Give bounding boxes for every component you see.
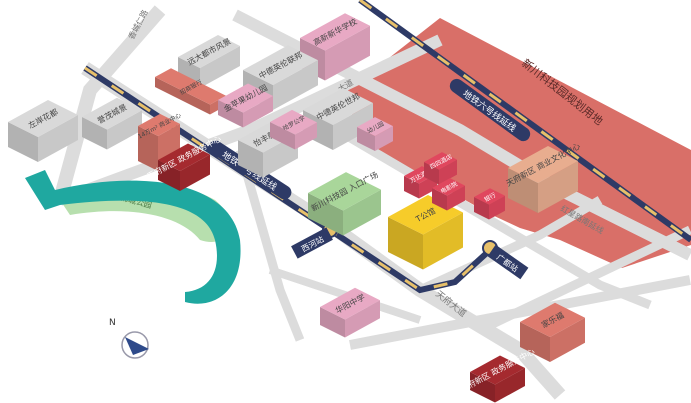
building-right-face: [295, 122, 317, 150]
building-right-face: [550, 317, 585, 362]
building-left-face: [357, 127, 375, 151]
building-top-face: [432, 178, 465, 196]
building-right-face: [489, 195, 505, 220]
river: [25, 170, 241, 304]
building-left-face: [8, 122, 38, 162]
building-right-face: [345, 300, 380, 338]
building-left-face: [138, 126, 158, 171]
building-top-face: [8, 100, 78, 137]
building-top-face: [474, 188, 505, 205]
building-left-face: [158, 160, 180, 191]
building-top-face: [508, 146, 578, 183]
building-right-face: [273, 60, 318, 110]
building-right-face: [495, 368, 525, 403]
building-right-face: [447, 185, 465, 211]
compass-label: N: [109, 318, 116, 328]
building-top-face: [178, 35, 240, 68]
building-right-face: [439, 159, 457, 185]
building-top-face: [357, 117, 393, 136]
building-left-face: [82, 117, 107, 150]
roads: [53, 5, 691, 400]
building-top-face: [270, 109, 317, 135]
building-left-face: [320, 307, 345, 338]
building-right-face: [538, 161, 578, 213]
building-top-face: [218, 83, 273, 113]
building[interactable]: 华阳中学: [320, 287, 380, 338]
metro-line-6: [358, 0, 691, 243]
building-top-face: [308, 172, 381, 211]
building[interactable]: 誉茂城景: [82, 97, 142, 150]
building[interactable]: 左岸花都: [8, 100, 78, 162]
building-right-face: [333, 103, 373, 150]
building-top-face: [138, 113, 180, 136]
compass-icon: N: [109, 318, 149, 359]
building-right-face: [243, 96, 273, 128]
building-left-face: [520, 322, 550, 362]
building-top-face: [520, 302, 585, 337]
building-top-face: [300, 13, 370, 51]
building[interactable]: 家乐福: [520, 302, 585, 362]
building-right-face: [38, 115, 78, 162]
building-left-face: [308, 193, 343, 236]
station-xihe-label[interactable]: 西河站: [291, 227, 333, 259]
building-top-face: [155, 68, 226, 105]
building-left-face: [270, 122, 295, 150]
building[interactable]: 金苹果幼儿园: [218, 82, 273, 128]
buildings: 左岸花都誉茂城景远大都市风景招商银行高新新华学校中德英伦联邦金苹果幼儿园中德英伦…: [8, 13, 585, 403]
building-top-face: [470, 355, 525, 385]
building-top-face: [303, 88, 373, 125]
building-right-face: [325, 25, 370, 81]
building-top-face: [82, 97, 142, 130]
building-top-face: [243, 45, 318, 85]
building[interactable]: 幼儿园: [357, 117, 393, 151]
building-left-face: [155, 77, 210, 115]
building-left-face: [470, 372, 495, 403]
building[interactable]: 银行: [474, 188, 505, 220]
building[interactable]: 电影院: [432, 178, 465, 211]
building-right-face: [343, 189, 381, 236]
building-top-face: [320, 287, 380, 320]
building[interactable]: 天府新区 政务服务中心: [459, 346, 537, 403]
building-top-face: [424, 152, 457, 170]
building-right-face: [107, 110, 142, 150]
building[interactable]: 新川科技园 入口广场: [308, 169, 381, 236]
building[interactable]: 四四酒店: [424, 152, 457, 185]
building-left-face: [218, 100, 243, 128]
building[interactable]: 中德英伦世邦: [303, 88, 373, 150]
building-top-face: [158, 143, 210, 171]
building-right-face: [375, 126, 393, 151]
building-right-face: [180, 154, 210, 191]
building-right-face: [423, 212, 463, 270]
building[interactable]: T公馆: [388, 195, 463, 270]
building-right-face: [200, 46, 240, 88]
building[interactable]: 哈罗公学: [270, 109, 317, 150]
